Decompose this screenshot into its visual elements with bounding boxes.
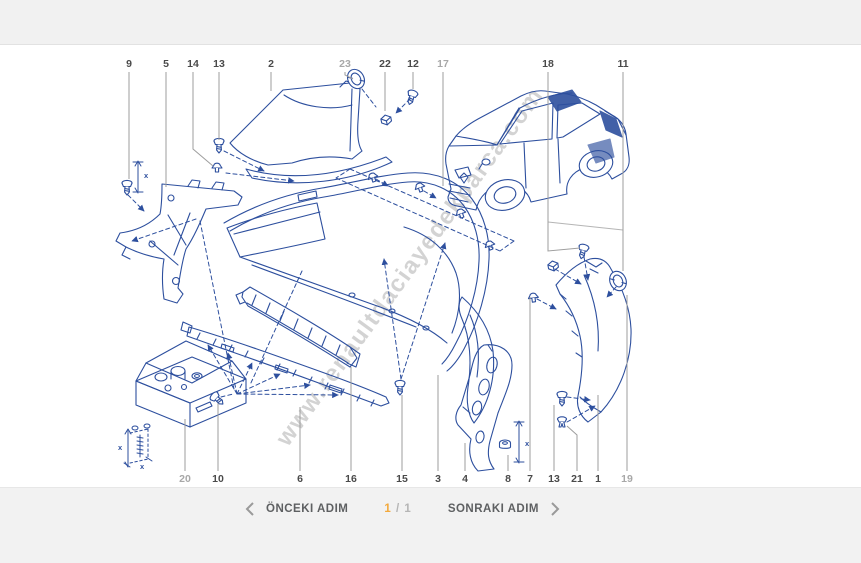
callout-label-5: 5: [163, 58, 169, 70]
chevron-left-icon: [245, 502, 254, 516]
part-side-bracket-left: [115, 179, 243, 304]
callout-label-17: 17: [437, 58, 449, 70]
callout-label-15: 15: [396, 473, 408, 485]
callout-label-20: 20: [179, 473, 191, 485]
total-pages: 1: [404, 503, 412, 515]
part-rear-bumper: [223, 172, 495, 424]
callout-label-7: 7: [527, 473, 533, 485]
header-strip: [0, 0, 861, 45]
callout-label-4: 4: [462, 473, 468, 485]
current-page: 1: [384, 503, 392, 515]
next-step-button[interactable]: SONRAKI ADIM: [448, 502, 560, 516]
callout-label-9: 9: [126, 58, 132, 70]
callout-label-2: 2: [268, 58, 274, 70]
leader-line: [192, 72, 214, 167]
previous-step-button[interactable]: ÖNCEKI ADIM: [245, 502, 348, 516]
part-parts-box: [135, 340, 247, 428]
callout-label-23: 23: [339, 58, 351, 70]
fasteners: [121, 65, 630, 449]
x-mark: x: [144, 171, 149, 180]
callout-label-18: 18: [542, 58, 554, 70]
callout-label-14: 14: [187, 58, 199, 70]
callout-label-19: 19: [621, 473, 633, 485]
x-mark: x: [525, 439, 530, 448]
page-indicator: 1 / 1: [384, 503, 411, 515]
callout-label-1: 1: [595, 473, 601, 485]
car-illustration: [445, 89, 630, 211]
measure-marks: [123, 160, 525, 468]
bottom-callouts: 20 10 6 16 15 3 4 8 7 13 21 1 19: [179, 295, 633, 485]
next-step-label: SONRAKI ADIM: [447, 503, 539, 515]
parts-diagram: www.renaultdaciayedekparca.com: [115, 58, 633, 485]
callout-label-8: 8: [505, 473, 511, 485]
top-callouts: 9 5 14 13 2 23 22 12 17 18 11: [126, 58, 629, 271]
callout-label-13: 13: [548, 473, 560, 485]
callout-label-11: 11: [617, 58, 628, 70]
page-separator: /: [396, 503, 401, 515]
pager-nav: ÖNCEKI ADIM 1 / 1 SONRAKI ADIM: [245, 502, 560, 516]
callout-label-6: 6: [297, 473, 303, 485]
part-impact-beam: [235, 286, 361, 368]
footer-bar: ÖNCEKI ADIM 1 / 1 SONRAKI ADIM: [0, 487, 861, 563]
chevron-right-icon: [551, 502, 560, 516]
callout-label-13: 13: [213, 58, 225, 70]
zone-line: [547, 221, 624, 231]
part-side-bracket-right: [455, 344, 513, 472]
callout-label-3: 3: [435, 473, 441, 485]
callout-label-21: 21: [571, 473, 583, 485]
callout-label-22: 22: [379, 58, 391, 70]
callout-label-12: 12: [407, 58, 419, 70]
x-marks: x x x x: [118, 171, 530, 471]
assembly-dashed-lines: [127, 88, 617, 423]
leader-line: [344, 72, 354, 80]
x-mark: x: [140, 462, 145, 471]
callout-label-10: 10: [212, 473, 224, 485]
previous-step-label: ÖNCEKI ADIM: [266, 503, 349, 515]
diagram-panel: www.renaultdaciayedekparca.com: [0, 45, 861, 487]
x-mark: x: [118, 443, 123, 452]
watermark-text: www.renaultdaciayedekparca.com: [270, 82, 549, 452]
callout-label-16: 16: [345, 473, 357, 485]
leader-line: [547, 72, 581, 252]
part-lower-support: [180, 321, 390, 407]
leader-line: [566, 425, 578, 471]
